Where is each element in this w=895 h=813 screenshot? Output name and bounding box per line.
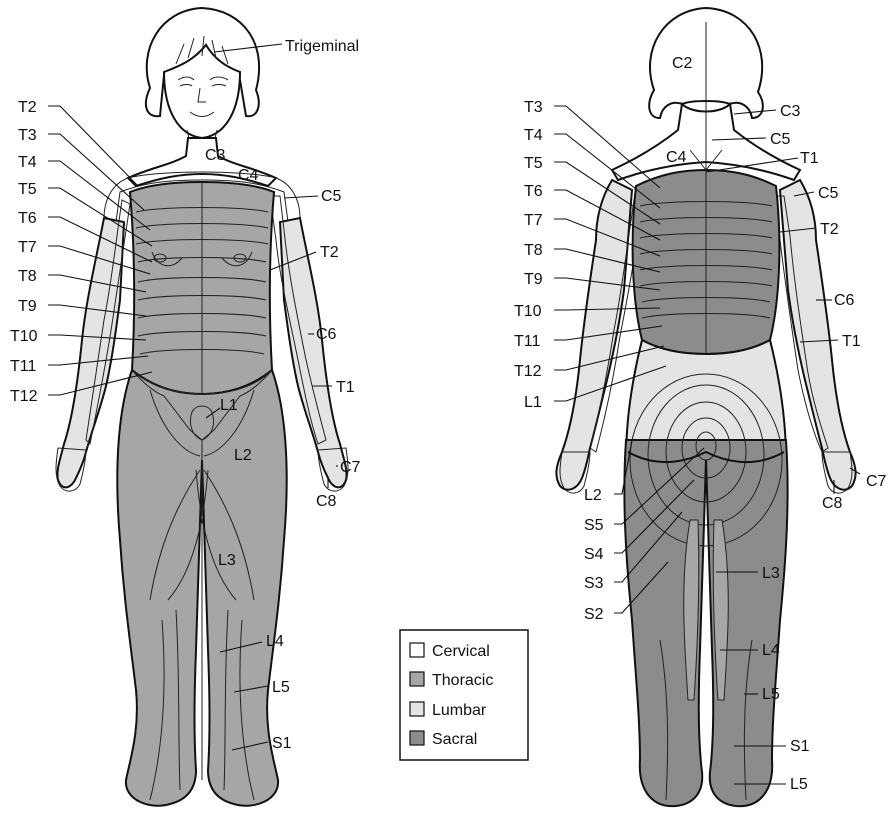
label-t4: T4: [18, 154, 37, 171]
legend-label-lumbar: Lumbar: [432, 702, 487, 719]
label-t11: T11: [10, 358, 36, 375]
legend-swatch-lumbar: [410, 702, 424, 716]
label-c3-back: C3: [780, 103, 801, 120]
label-t6: T6: [18, 210, 37, 227]
legend-label-sacral: Sacral: [432, 731, 477, 748]
label-s5-back: S5: [584, 517, 604, 534]
back-legs: [624, 440, 787, 806]
label-t9-back: T9: [524, 271, 543, 288]
label-t6-back: T6: [524, 183, 543, 200]
label-t10: T10: [10, 328, 38, 345]
legend-swatch-sacral: [410, 731, 424, 745]
label-s3-back: S3: [584, 575, 604, 592]
label-t1-front: T1: [336, 379, 355, 396]
legend-swatch-thoracic: [410, 672, 424, 686]
label-c5-back-top: C5: [770, 131, 791, 148]
label-s2-back: S2: [584, 606, 604, 623]
label-c5-front: C5: [321, 188, 342, 205]
label-trigeminal: Trigeminal: [285, 38, 359, 55]
legend-label-thoracic: Thoracic: [432, 672, 493, 689]
label-l4-back: L4: [762, 642, 780, 659]
label-l5-back-leg: L5: [762, 686, 780, 703]
label-t5-back: T5: [524, 155, 543, 172]
label-c8-back: C8: [822, 495, 843, 512]
label-l2-front: L2: [234, 447, 252, 464]
label-c7-back: C7: [866, 473, 887, 490]
legend-swatch-cervical: [410, 643, 424, 657]
label-t10-back: T10: [514, 303, 542, 320]
label-t9: T9: [18, 298, 37, 315]
label-c8-front: C8: [316, 493, 337, 510]
label-l5-back-foot: L5: [790, 776, 808, 793]
label-l4-front: L4: [266, 633, 284, 650]
front-figure: [56, 8, 348, 806]
label-t4-back: T4: [524, 127, 543, 144]
label-t2-left: T2: [18, 99, 37, 116]
back-figure: [556, 8, 855, 806]
label-l1-front: L1: [220, 397, 238, 414]
label-t8-back: T8: [524, 242, 543, 259]
label-t3: T3: [18, 127, 37, 144]
label-c5-back-arm: C5: [818, 185, 839, 202]
label-t2-back: T2: [820, 221, 839, 238]
label-t5: T5: [18, 181, 37, 198]
label-l5-front: L5: [272, 679, 290, 696]
label-l1-back: L1: [524, 394, 542, 411]
label-s1-back: S1: [790, 738, 810, 755]
label-c2-back: C2: [672, 55, 693, 72]
label-c6-back: C6: [834, 292, 855, 309]
label-l3-front: L3: [218, 552, 236, 569]
label-c4-back: C4: [666, 149, 687, 166]
label-c7-front: C7: [340, 459, 361, 476]
label-t8: T8: [18, 268, 37, 285]
label-t11-back: T11: [514, 333, 540, 350]
label-s1-front: S1: [272, 735, 292, 752]
label-c6-front: C6: [316, 326, 337, 343]
label-t3-back: T3: [524, 99, 543, 116]
label-t7: T7: [18, 239, 37, 256]
label-t7-back: T7: [524, 212, 543, 229]
label-s4-back: S4: [584, 546, 604, 563]
label-c3-front: C3: [205, 147, 226, 164]
label-l2-back: L2: [584, 487, 602, 504]
label-t12-back: T12: [514, 363, 542, 380]
label-t1-back-top: T1: [800, 150, 819, 167]
legend-label-cervical: Cervical: [432, 643, 490, 660]
label-c4-front: C4: [238, 167, 259, 184]
label-t2-right: T2: [320, 244, 339, 261]
label-t1-back-arm: T1: [842, 333, 861, 350]
label-t12: T12: [10, 388, 38, 405]
label-l3-back: L3: [762, 565, 780, 582]
legend: Cervical Thoracic Lumbar Sacral: [400, 630, 528, 760]
